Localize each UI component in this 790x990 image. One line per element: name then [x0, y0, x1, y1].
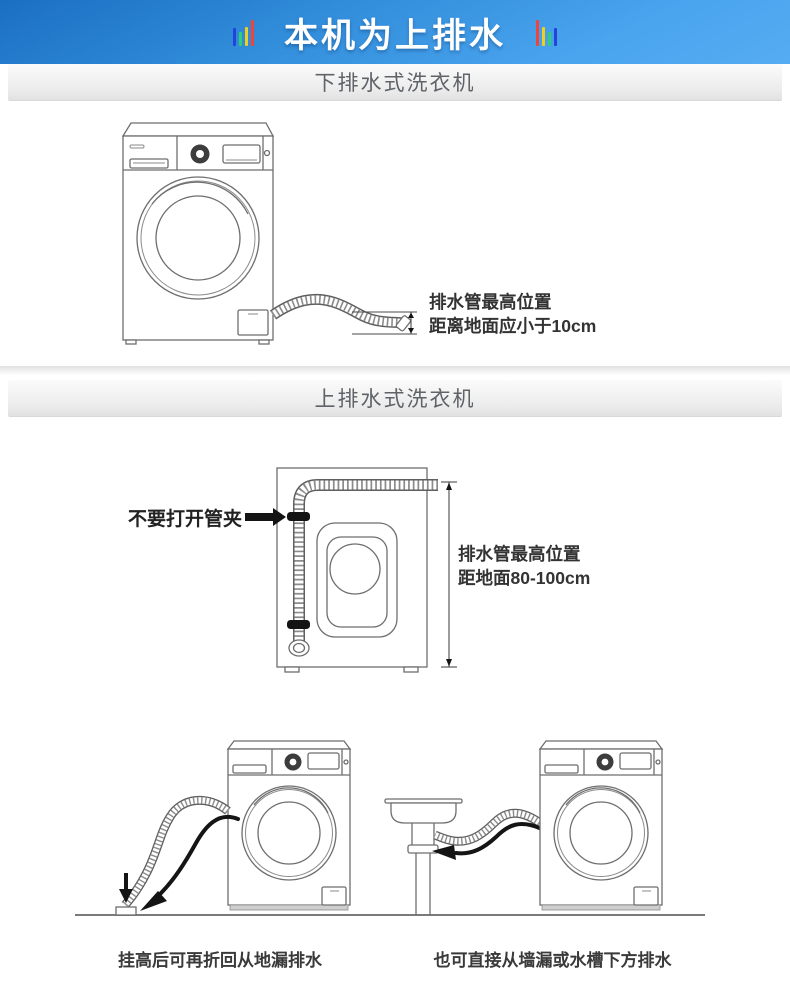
top-drain-annotation: 排水管最高位置 距地面80-100cm [458, 542, 590, 590]
clamp-note: 不要打开管夹 [128, 509, 243, 530]
floor-drain [115, 906, 137, 916]
down-arrow [119, 873, 133, 903]
bar-chart-icon-left [233, 18, 254, 46]
hose-clamp-bottom [287, 620, 310, 629]
bar-chart-icon-right [536, 18, 557, 46]
annotation-line: 排水管最高位置 [458, 544, 581, 564]
header-banner: 本机为上排水 [0, 0, 790, 64]
drain-examples-diagram [75, 740, 705, 916]
annotation-line: 距离地面应小于10cm [429, 316, 597, 336]
drain-hose [288, 479, 438, 657]
sink [384, 798, 463, 915]
sink-drain-arrow [432, 821, 544, 860]
caption-sink-drain: 也可直接从墙漏或水槽下方排水 [433, 951, 672, 970]
section-title-text: 下排水式洗衣机 [314, 72, 476, 95]
section-title-top-drain: 上排水式洗衣机 [8, 380, 782, 417]
height-dimension [352, 311, 417, 335]
clamp-arrow [245, 508, 286, 526]
floor-drain-hose [121, 795, 231, 909]
section-title-text: 上排水式洗衣机 [314, 388, 476, 411]
section-divider [0, 366, 790, 375]
hose-clamp-top [287, 512, 310, 521]
drain-hose [269, 293, 412, 332]
sink-drain-hose [433, 808, 543, 846]
section-title-bottom-drain: 下排水式洗衣机 [8, 64, 782, 101]
top-drain-diagram [245, 467, 457, 673]
annotation-line: 距地面80-100cm [458, 568, 591, 588]
washer-front-view [121, 122, 275, 345]
annotation-line: 排水管最高位置 [429, 292, 552, 312]
bottom-drain-diagram [121, 122, 417, 345]
height-dimension [441, 481, 457, 668]
caption-floor-drain: 挂高后可再折回从地漏排水 [118, 951, 322, 970]
page-title: 本机为上排水 [284, 16, 506, 55]
bottom-drain-annotation: 排水管最高位置 距离地面应小于10cm [429, 290, 596, 338]
washer-right [538, 740, 664, 911]
fold-back-arrow [140, 815, 240, 911]
washer-left [226, 740, 352, 911]
